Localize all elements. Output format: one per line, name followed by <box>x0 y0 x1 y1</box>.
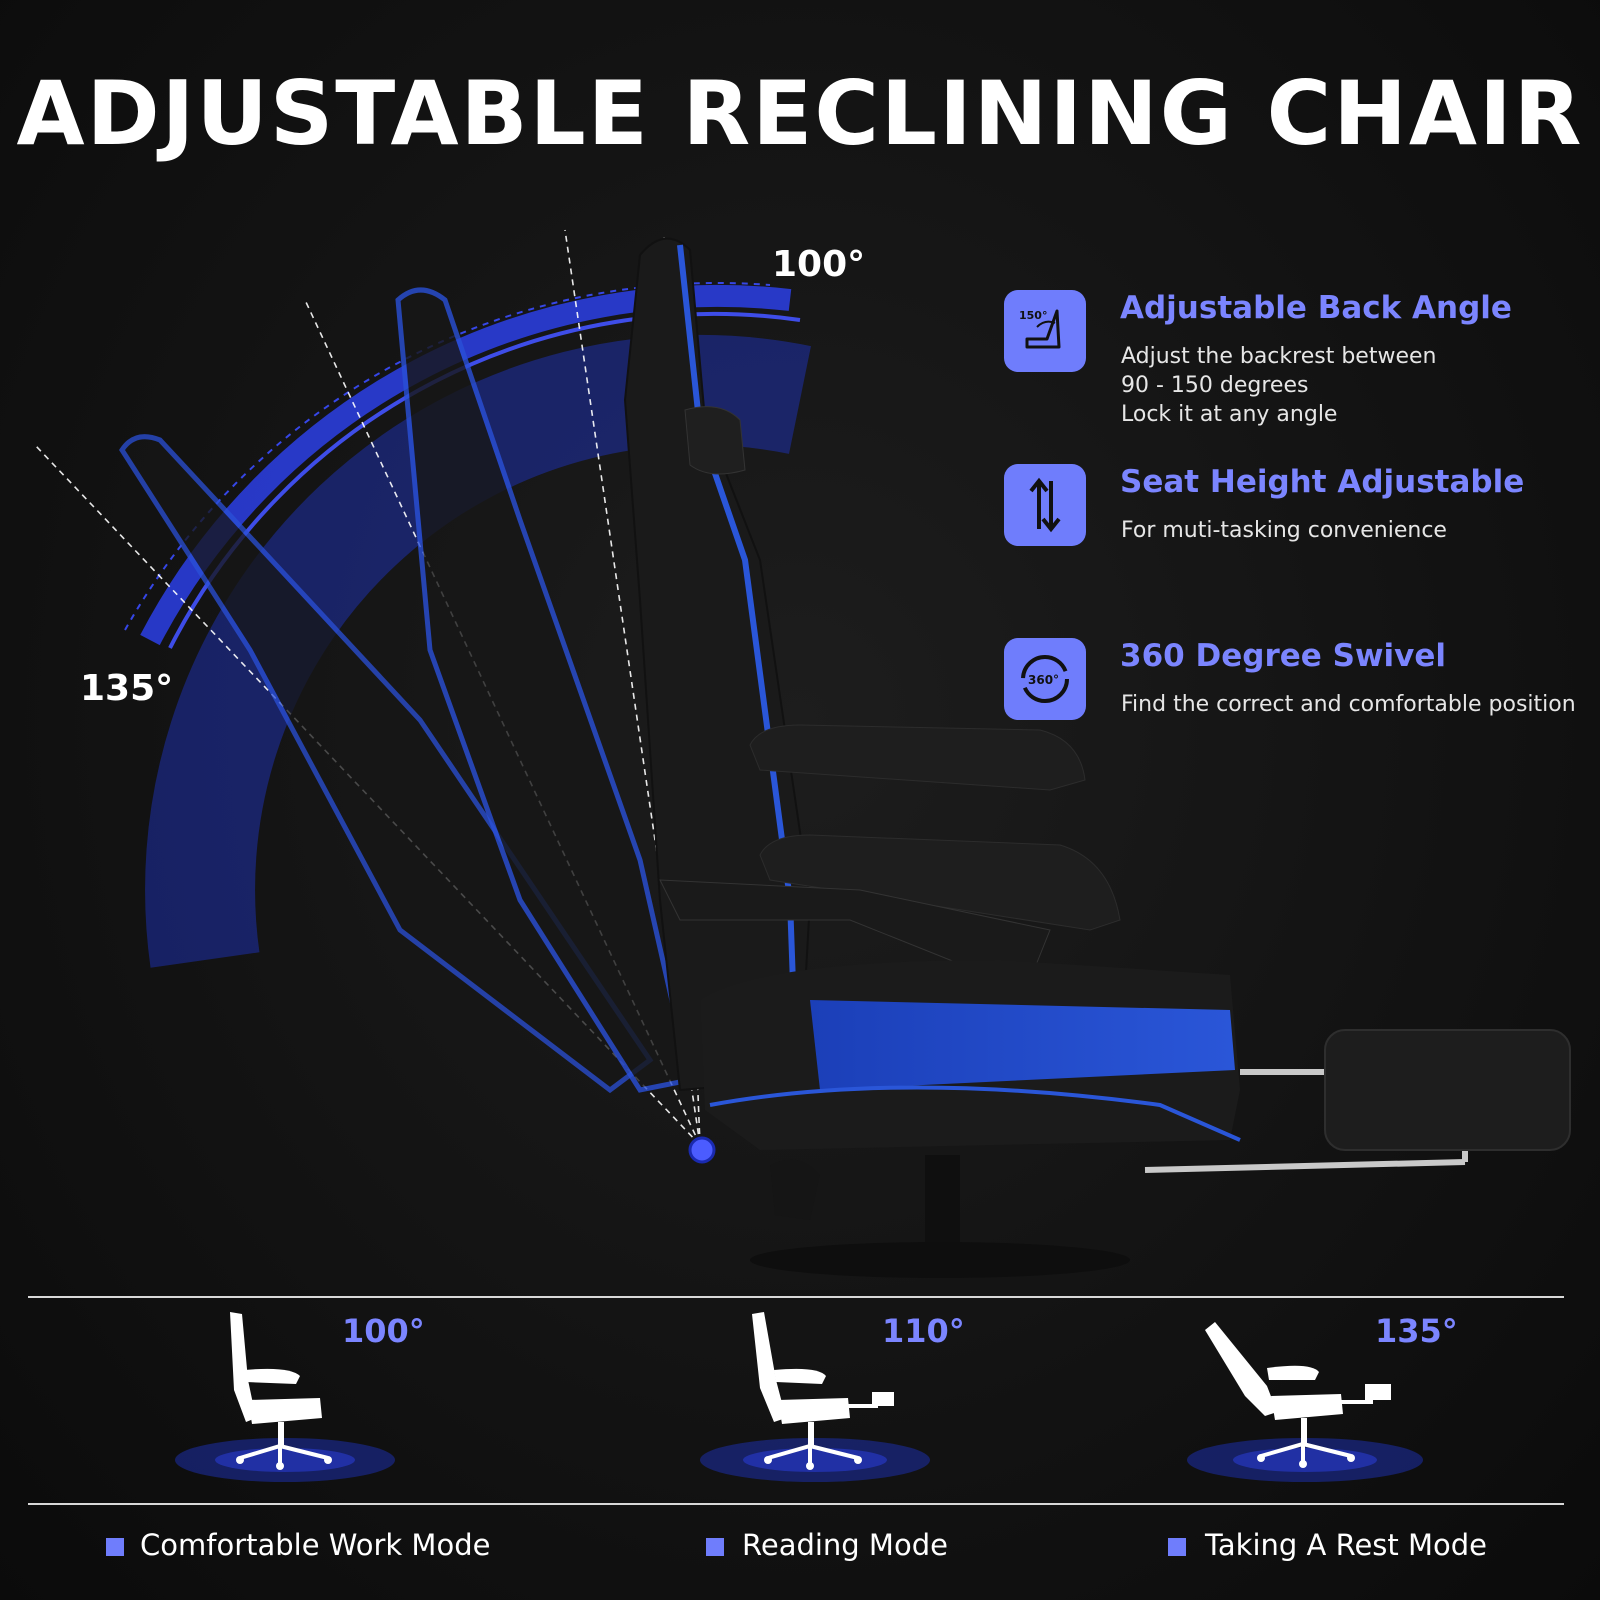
svg-text:150°: 150° <box>1019 309 1047 322</box>
feature-description: Find the correct and comfortable positio… <box>1121 692 1576 717</box>
mode-angle: 100° <box>342 1312 425 1350</box>
swivel-360-icon: 360° <box>1004 638 1086 720</box>
reclining-chair-illustration <box>119 237 1571 1278</box>
feature-title: Seat Height Adjustable <box>1120 464 1525 500</box>
backrest-angle-icon: 150° <box>1004 290 1086 372</box>
angle-label-recline: 135° <box>80 668 174 709</box>
mode-label: Reading Mode <box>742 1528 948 1562</box>
height-adjust-icon <box>1004 464 1086 546</box>
feature-description: Adjust the backrest between 90 - 150 deg… <box>1121 344 1437 427</box>
bullet-square-icon <box>106 1538 124 1556</box>
divider-top <box>28 1296 1564 1298</box>
reading-chair-icon <box>700 1312 930 1482</box>
mode-label: Comfortable Work Mode <box>140 1528 491 1562</box>
mode-label: Taking A Rest Mode <box>1205 1528 1487 1562</box>
svg-text:360°: 360° <box>1028 673 1059 687</box>
mode-angle: 135° <box>1375 1312 1458 1350</box>
divider-bottom <box>28 1503 1564 1505</box>
bullet-square-icon <box>1168 1538 1186 1556</box>
angle-label-upright: 100° <box>772 244 866 285</box>
ghost-backrest-135 <box>119 434 654 1094</box>
page-title: ADJUSTABLE RECLINING CHAIR <box>16 62 1584 165</box>
main-backrest <box>623 237 812 1092</box>
upright-chair-icon <box>175 1312 395 1482</box>
reclined-chair-icon <box>1187 1322 1423 1482</box>
footrest <box>1144 1029 1571 1173</box>
feature-title: 360 Degree Swivel <box>1120 638 1447 674</box>
seat-cushion <box>700 960 1241 1150</box>
chair-base <box>750 1155 1130 1278</box>
mode-angle: 110° <box>882 1312 965 1350</box>
feature-description: For muti-tasking convenience <box>1121 518 1447 543</box>
pivot-point <box>688 1136 716 1164</box>
ghost-backrest-110 <box>395 287 694 1093</box>
feature-title: Adjustable Back Angle <box>1120 290 1512 326</box>
bullet-square-icon <box>706 1538 724 1556</box>
